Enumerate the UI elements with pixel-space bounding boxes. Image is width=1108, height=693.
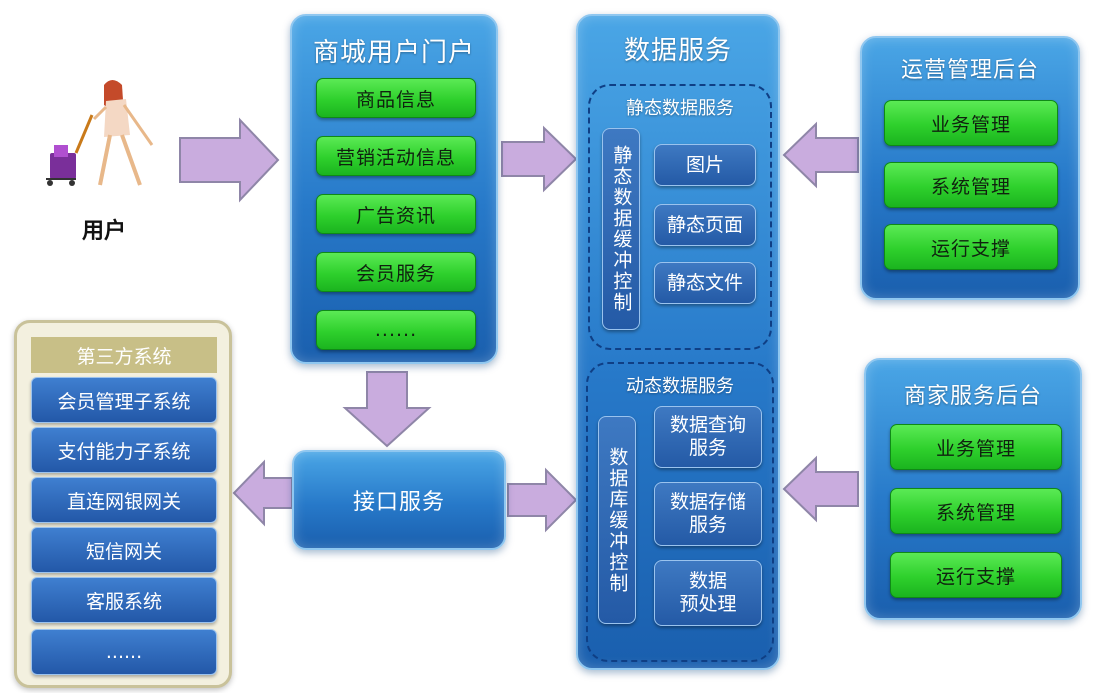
data-service-panel: 数据服务 静态数据服务 静态数据缓冲控制 图片 静态页面 静态文件 动态数据服务… [576,14,780,670]
user-label: 用户 [82,219,127,244]
static-item-pages[interactable]: 静态页面 [654,204,756,246]
merchant-backend-title: 商家服务后台 [903,384,1042,409]
static-data-service-title: 静态数据服务 [626,98,734,119]
portal-panel: 商城用户门户 商品信息 营销活动信息 广告资讯 会员服务 ...... [290,14,498,364]
arrow-interface-to-third-party [232,459,293,527]
tp-item-more[interactable]: ...... [31,629,217,675]
merchant-backend-panel: 商家服务后台 业务管理 系统管理 运行支撑 [864,358,1082,620]
merchant-item-system[interactable]: 系统管理 [890,488,1062,534]
portal-item-ads[interactable]: 广告资讯 [316,194,476,234]
arrow-user-to-portal [179,117,280,203]
ops-backend-panel: 运营管理后台 业务管理 系统管理 运行支撑 [860,36,1080,300]
tp-item-member-mgmt[interactable]: 会员管理子系统 [31,377,217,423]
arrow-ops-to-data-service [782,121,859,189]
portal-item-products[interactable]: 商品信息 [316,78,476,118]
static-cache-control[interactable]: 静态数据缓冲控制 [602,128,640,330]
static-item-files[interactable]: 静态文件 [654,262,756,304]
interface-service-label: 接口服务 [352,490,445,515]
dynamic-item-query[interactable]: 数据查询 服务 [654,406,762,468]
interface-service-box[interactable]: 接口服务 [292,450,506,550]
dynamic-data-service-title: 动态数据服务 [626,376,734,397]
tp-item-bank-gateway[interactable]: 直连网银网关 [31,477,217,523]
portal-item-membership[interactable]: 会员服务 [316,252,476,292]
merchant-item-support[interactable]: 运行支撑 [890,552,1062,598]
shopper-icon [46,80,154,186]
user-figure [40,75,170,195]
arrow-portal-to-interface [342,371,432,448]
dynamic-data-service-group: 动态数据服务 数据库缓冲控制 数据查询 服务 数据存储 服务 数据 预处理 [586,362,774,662]
ops-item-system[interactable]: 系统管理 [884,162,1058,208]
data-service-title: 数据服务 [623,36,732,66]
dynamic-item-storage[interactable]: 数据存储 服务 [654,482,762,546]
tp-item-payment[interactable]: 支付能力子系统 [31,427,217,473]
merchant-item-business[interactable]: 业务管理 [890,424,1062,470]
ops-item-support[interactable]: 运行支撑 [884,224,1058,270]
tp-item-sms-gateway[interactable]: 短信网关 [31,527,217,573]
third-party-title: 第三方系统 [31,337,217,373]
tp-item-customer-service[interactable]: 客服系统 [31,577,217,623]
portal-title: 商城用户门户 [312,38,475,68]
arrow-portal-to-data-service [501,125,578,193]
ops-backend-title: 运营管理后台 [900,58,1039,83]
db-cache-control[interactable]: 数据库缓冲控制 [598,416,636,624]
arrow-interface-to-data-service [507,467,578,533]
portal-item-more[interactable]: ...... [316,310,476,350]
static-data-service-group: 静态数据服务 静态数据缓冲控制 图片 静态页面 静态文件 [588,84,772,350]
third-party-panel: 第三方系统 会员管理子系统 支付能力子系统 直连网银网关 短信网关 客服系统 .… [14,320,232,688]
portal-item-promotions[interactable]: 营销活动信息 [316,136,476,176]
dynamic-item-preprocess[interactable]: 数据 预处理 [654,560,762,626]
ops-item-business[interactable]: 业务管理 [884,100,1058,146]
arrow-merchant-to-data-service [782,455,859,523]
static-item-images[interactable]: 图片 [654,144,756,186]
